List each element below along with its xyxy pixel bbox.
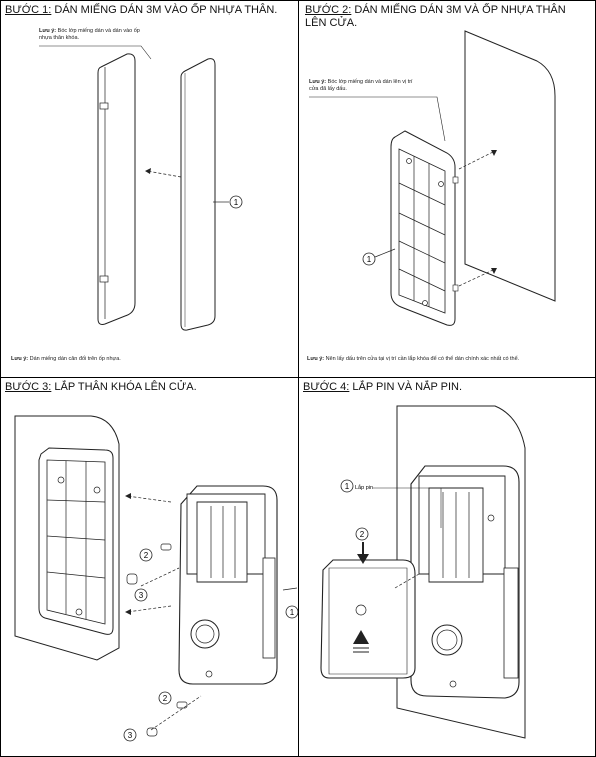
step-3-callout-2b: 2 xyxy=(163,694,168,703)
step-2-label: BƯỚC 2: xyxy=(305,4,352,16)
battery-label: Lắp pin xyxy=(355,484,373,491)
step-1-panel: BƯỚC 1: DÁN MIẾNG DÁN 3M VÀO ỐP NHỰA THÂ… xyxy=(0,0,299,378)
step-2-title: BƯỚC 2: DÁN MIẾNG DÁN 3M VÀ ỐP NHỰA THÂN… xyxy=(305,4,585,30)
step-4-illustration: 1 Lắp pin 2 xyxy=(320,405,526,739)
step-2-heading: DÁN MIẾNG DÁN 3M VÀ ỐP NHỰA THÂN LÊN CỬA… xyxy=(305,4,566,29)
step-3-illustration: 2 3 2 3 1 xyxy=(14,415,298,742)
step-3-callout-1: 1 xyxy=(290,608,295,617)
lock-body xyxy=(178,485,278,685)
step-3-label: BƯỚC 3: xyxy=(5,381,52,393)
step-4-heading: LẮP PIN VÀ NẮP PIN. xyxy=(352,381,463,393)
lock-body xyxy=(410,465,520,699)
step-4-callout-1: 1 xyxy=(345,482,350,491)
step-4-callout-2: 2 xyxy=(360,530,365,539)
step-3-title: BƯỚC 3: LẮP THÂN KHÓA LÊN CỬA. xyxy=(5,381,197,394)
step-4-label: BƯỚC 4: xyxy=(303,381,350,393)
step-3-callout-2a: 2 xyxy=(144,551,149,560)
step-1-callout-1: 1 xyxy=(234,198,239,207)
step-3-callout-3a: 3 xyxy=(139,591,144,600)
step-4-panel: BƯỚC 4: LẮP PIN VÀ NẮP PIN. xyxy=(298,377,596,757)
plastic-housing-cover xyxy=(97,53,136,325)
step-1-label: BƯỚC 1: xyxy=(5,4,52,16)
door-panel xyxy=(464,30,556,302)
3m-adhesive-pad xyxy=(180,58,216,331)
step-3-heading: LẮP THÂN KHÓA LÊN CỬA. xyxy=(54,381,197,393)
step-1-note-top: Lưu ý: Bóc lớp miếng dán và dán vào ốp n… xyxy=(39,28,140,41)
screws-bottom xyxy=(146,695,202,737)
step-4-title: BƯỚC 4: LẮP PIN VÀ NẮP PIN. xyxy=(303,381,462,394)
step-3-panel: BƯỚC 3: LẮP THÂN KHÓA LÊN CỬA. xyxy=(0,377,299,757)
step-1-note-bottom: Lưu ý: Dán miếng dán cân đối trên ốp nhự… xyxy=(11,356,121,362)
housing-back-grid xyxy=(390,130,459,326)
step-2-note-bottom: Lưu ý: Nên lấy dấu trên cửa tại vị trí c… xyxy=(307,356,520,362)
step-2-panel: BƯỚC 2: DÁN MIẾNG DÁN 3M VÀ ỐP NHỰA THÂN… xyxy=(298,0,596,378)
battery-cover xyxy=(320,559,416,679)
housing-back-grid xyxy=(38,447,114,635)
step-1-title: BƯỚC 1: DÁN MIẾNG DÁN 3M VÀO ỐP NHỰA THÂ… xyxy=(5,4,277,17)
step-2-illustration: 1 xyxy=(309,30,556,326)
step-1-illustration: 1 xyxy=(39,45,243,331)
step-3-callout-3b: 3 xyxy=(128,731,133,740)
step-2-note-top: Lưu ý: Bóc lớp miếng dán và dán lên vị t… xyxy=(309,79,413,92)
step-2-callout-1: 1 xyxy=(367,255,372,264)
step-1-heading: DÁN MIẾNG DÁN 3M VÀO ỐP NHỰA THÂN. xyxy=(54,4,278,16)
screws-top xyxy=(126,543,180,587)
